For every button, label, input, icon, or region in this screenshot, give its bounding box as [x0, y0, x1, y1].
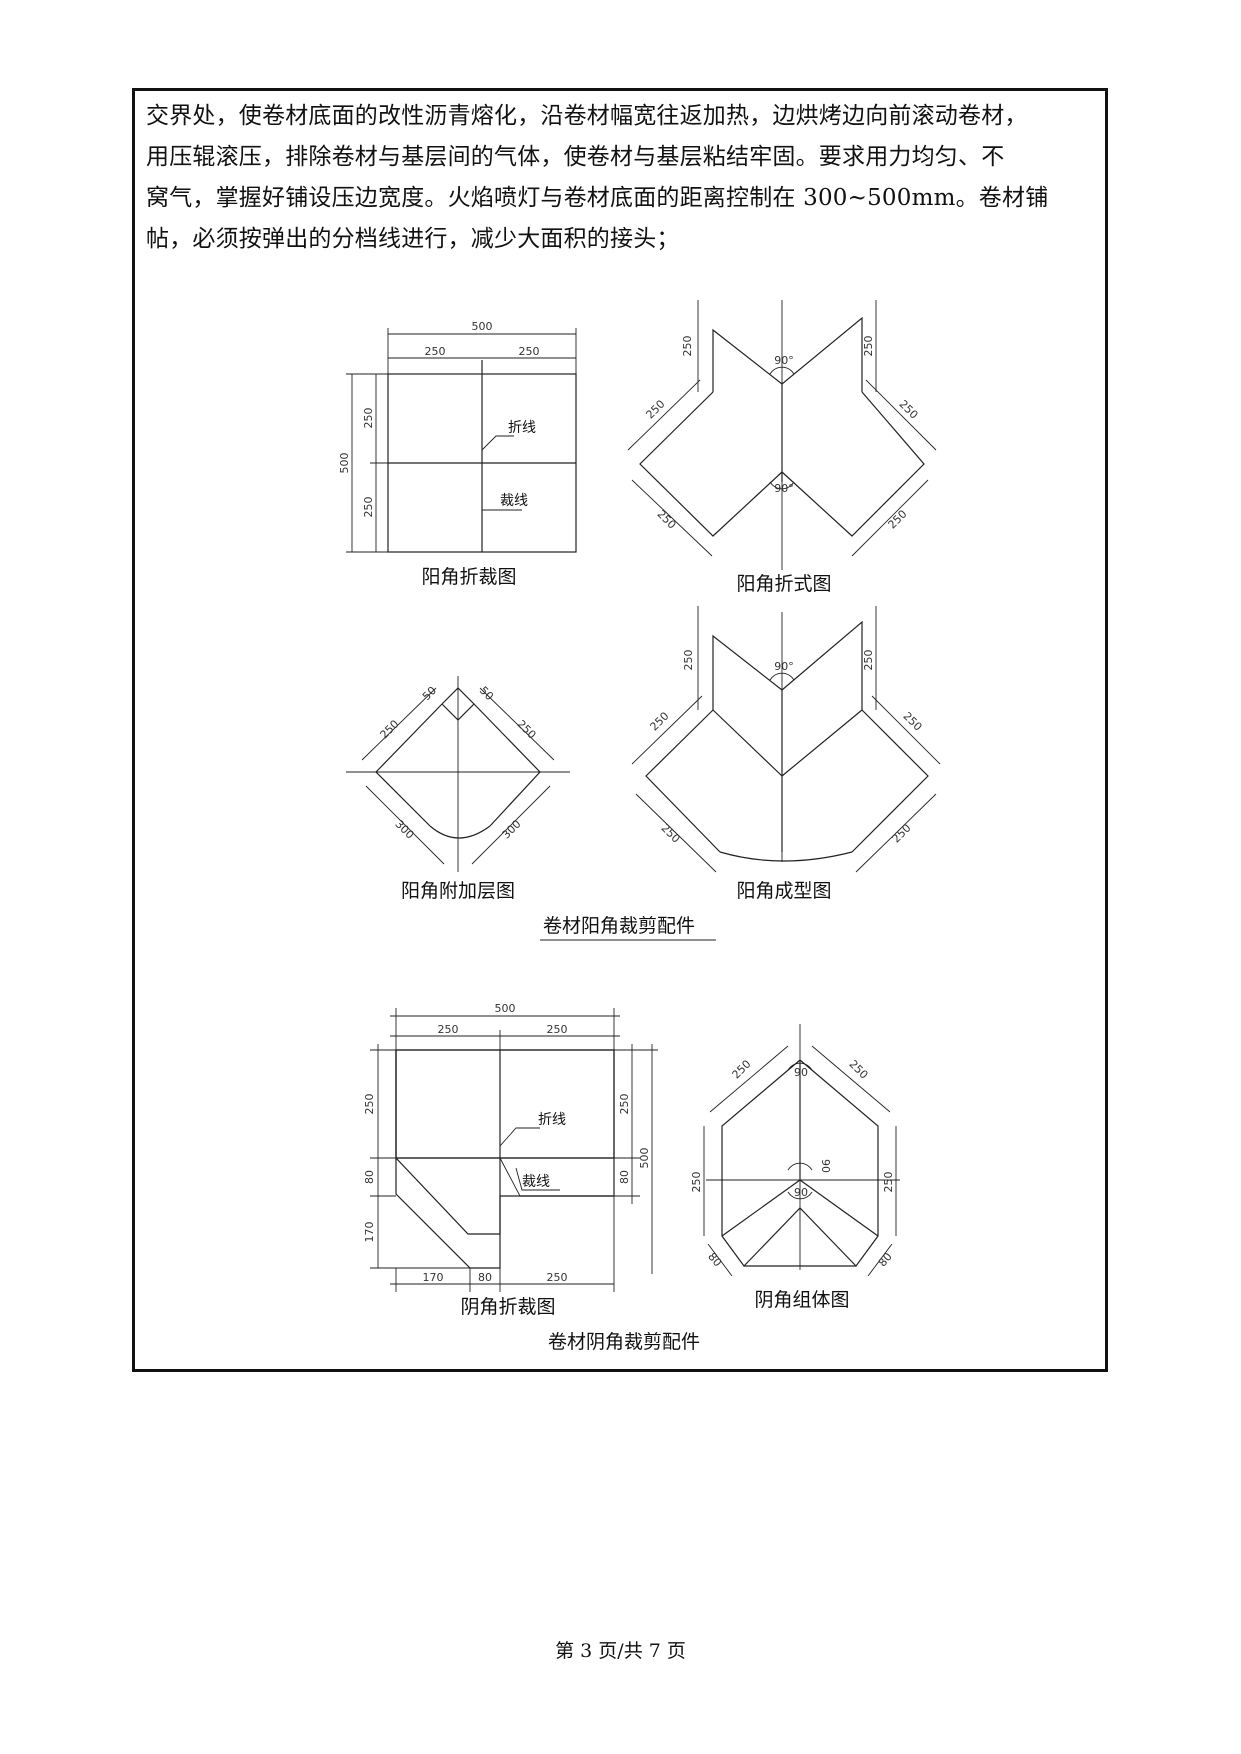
- angle-top: 90: [794, 1066, 808, 1079]
- left-upright: [712, 328, 783, 392]
- page-footer: 第 3 页/共 7 页: [555, 1640, 686, 1662]
- dim-right-low: 250: [886, 508, 910, 532]
- dim-left-vert: 250: [681, 336, 694, 357]
- dim-total-top: 500: [495, 1002, 516, 1015]
- dim-total-left: 500: [338, 453, 351, 474]
- caption-outer-fold-cut: 阳角折裁图: [421, 566, 516, 588]
- dim-right-up: 250: [514, 718, 538, 742]
- fig-outer-fold-cut: 500 250 250 500 250 250 折线 裁线 阳角折裁图: [338, 320, 577, 588]
- dim-left-low: 250: [654, 508, 678, 532]
- dim-left-low: 300: [392, 818, 416, 842]
- dim-left-top: 250: [362, 408, 375, 429]
- dim-right-up: 250: [900, 710, 924, 734]
- caption-inner-group: 卷材阴角裁剪配件: [548, 1331, 700, 1353]
- dim-right-up: 250: [896, 398, 920, 422]
- cut-label: 裁线: [522, 1174, 550, 1190]
- angle-top: 90°: [774, 354, 794, 367]
- dim-right-low: 300: [500, 818, 524, 842]
- fig-inner-fold-cut: 500 250 250 250 80 170 250 80 500 170 80…: [363, 1002, 658, 1318]
- caption-outer-formed: 阳角成型图: [736, 880, 831, 902]
- dim-left-2: 80: [363, 1170, 376, 1184]
- body-line-1: 交界处，使卷材底面的改性沥青熔化，沿卷材幅宽往返加热，边烘烤边向前滚动卷材，: [146, 103, 1028, 129]
- body-line-2: 用压辊滚压，排除卷材与基层间的气体，使卷材与基层粘结牢固。要求用力均匀、不: [146, 144, 1005, 170]
- dim-bottom-3: 250: [547, 1271, 568, 1284]
- dim-right-vert: 250: [862, 650, 875, 671]
- dim-left-1: 250: [363, 1094, 376, 1115]
- dim-left-up: 250: [648, 710, 672, 734]
- dim-top-left: 250: [425, 345, 446, 358]
- dim-total-top: 500: [472, 320, 493, 333]
- dim-top-right: 250: [547, 1023, 568, 1036]
- dim-bottom-2: 80: [478, 1271, 492, 1284]
- dim-right-total: 500: [638, 1148, 651, 1169]
- caption-outer-fold-form: 阳角折式图: [736, 573, 831, 595]
- caption-outer-extra-layer: 阳角附加层图: [401, 880, 515, 902]
- dim-left-low: 250: [658, 822, 682, 846]
- dim-right-low: 80: [876, 1250, 895, 1269]
- dim-left-low: 80: [705, 1250, 724, 1269]
- dim-right-vert: 250: [862, 336, 875, 357]
- fold-label: 折线: [538, 1112, 566, 1128]
- dim-left-side: 250: [690, 1172, 703, 1193]
- angle-mid: 90: [819, 1159, 832, 1173]
- body-line-4: 帖，必须按弹出的分档线进行，减少大面积的接头；: [146, 226, 680, 252]
- angle-top: 90°: [774, 660, 794, 673]
- caption-outer-group: 卷材阳角裁剪配件: [543, 915, 695, 937]
- dim-right-side: 250: [882, 1172, 895, 1193]
- cut-label: 裁线: [500, 493, 528, 509]
- dim-top-left: 250: [438, 1023, 459, 1036]
- content-frame: [132, 88, 1108, 1372]
- dim-right-2: 80: [618, 1170, 631, 1184]
- fold-label: 折线: [508, 420, 536, 436]
- dim-right-1: 250: [618, 1094, 631, 1115]
- dim-left-bottom: 250: [362, 497, 375, 518]
- body-line-3: 窝气，掌握好铺设压边宽度。火焰喷灯与卷材底面的距离控制在 300~500mm。卷…: [146, 185, 1049, 211]
- dim-left-up: 250: [378, 718, 402, 742]
- dim-left-3: 170: [363, 1222, 376, 1243]
- caption-inner-fold-cut: 阴角折裁图: [460, 1296, 555, 1318]
- dim-right-low: 250: [890, 822, 914, 846]
- angle-mid: 90°: [774, 482, 794, 495]
- fig-outer-extra-layer: 50 50 250 250 300 300 阳角附加层图: [346, 676, 570, 902]
- caption-inner-assembly: 阴角组体图: [754, 1289, 849, 1311]
- angle-low: 90: [794, 1186, 808, 1199]
- fig-outer-formed: 250 250 250 250 250 250 90° 阳角成型图: [631, 606, 941, 902]
- dim-top-right: 250: [519, 345, 540, 358]
- fig-outer-fold-form: 250 250 250 250 250 250 90° 90° 阳角折式图: [627, 300, 937, 595]
- dim-bottom-1: 170: [423, 1271, 444, 1284]
- fig-inner-assembly: 250 250 250 250 80 80 90 90 90 阴角组体图: [690, 1024, 900, 1311]
- body-paragraph: 交界处，使卷材底面的改性沥青熔化，沿卷材幅宽往返加热，边烘烤边向前滚动卷材， 用…: [146, 96, 1096, 260]
- dim-left-up: 250: [644, 398, 668, 422]
- dim-left-vert: 250: [682, 650, 695, 671]
